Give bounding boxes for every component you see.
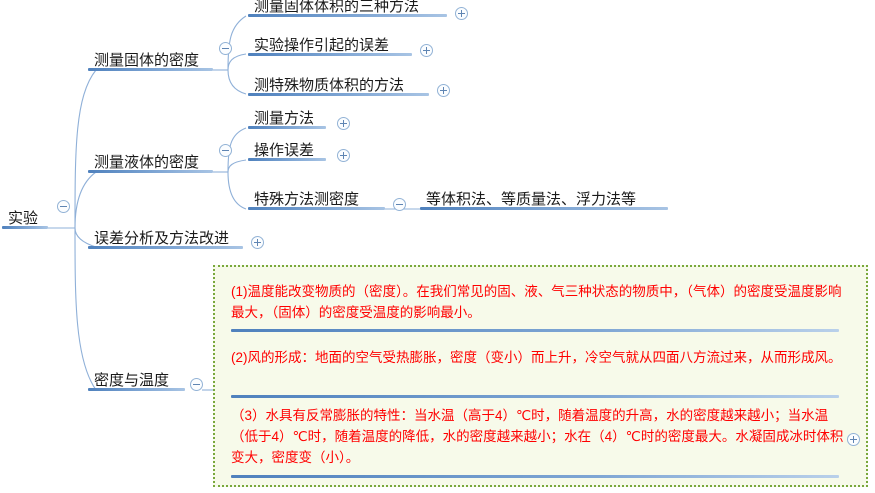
node-measure-method[interactable]: 测量方法 (248, 105, 326, 129)
node-underline (248, 93, 429, 96)
node-label: 测量液体的密度 (94, 154, 200, 171)
node-operation-error[interactable]: 操作误差 (248, 137, 326, 161)
node-underline (248, 126, 326, 129)
node-equal-volume-mass-buoyancy[interactable]: 等体积法、等质量法、浮力法等 (420, 186, 668, 210)
node-underline (88, 388, 185, 391)
node-three-methods-volume-solid[interactable]: 测量固体体积的三种方法 (248, 0, 447, 17)
node-special-method-density[interactable]: 特殊方法测密度 (248, 186, 385, 210)
node-experiment-operation-error[interactable]: 实验操作引起的误差 (248, 32, 412, 56)
node-label: 特殊方法测密度 (254, 191, 360, 208)
note-paragraph-2: (2)风的形成：地面的空气受热膨胀，密度（变小）而上升，冷空气就从四面八方流过来… (231, 347, 846, 398)
toggle-special-substance-volume[interactable] (437, 84, 450, 97)
node-label: 等体积法、等质量法、浮力法等 (426, 191, 637, 208)
node-label: 测量固体体积的三种方法 (254, 0, 420, 15)
node-special-substance-volume[interactable]: 测特殊物质体积的方法 (248, 72, 429, 96)
note-box: (1)温度能改变物质的（密度）。在我们常见的固、液、气三种状态的物质中，（气体）… (213, 265, 868, 487)
toggle-experiment-operation-error[interactable] (420, 44, 433, 57)
node-label: 操作误差 (254, 142, 315, 159)
note-paragraph-underline (231, 329, 839, 332)
toggle-error-analysis[interactable] (251, 236, 264, 249)
node-underline (248, 53, 412, 56)
note-paragraph-3: （3）水具有反常膨胀的特性：当水温（高于4）℃时，随着温度的升高，水的密度越来越… (231, 405, 846, 478)
node-error-analysis[interactable]: 误差分析及方法改进 (88, 225, 243, 249)
toggle-root[interactable] (57, 200, 70, 213)
node-underline (2, 226, 48, 229)
toggle-measure-method[interactable] (337, 117, 350, 130)
note-paragraph-text: （3）水具有反常膨胀的特性：当水温（高于4）℃时，随着温度的升高，水的密度越来越… (231, 408, 844, 465)
note-paragraph-underline (231, 475, 839, 478)
node-label: 测量固体的密度 (94, 52, 200, 69)
node-label: 密度与温度 (94, 372, 170, 389)
toggle-density-and-temperature[interactable] (190, 378, 203, 391)
node-label: 误差分析及方法改进 (94, 230, 230, 247)
toggle-operation-error[interactable] (337, 149, 350, 162)
node-underline (248, 158, 326, 161)
node-root[interactable]: 实验 (2, 205, 48, 229)
note-paragraph-text: (1)温度能改变物质的（密度）。在我们常见的固、液、气三种状态的物质中，（气体）… (231, 284, 842, 320)
node-underline (248, 207, 385, 210)
toggle-liquid-density[interactable] (219, 144, 232, 157)
toggle-solid-density[interactable] (219, 42, 232, 55)
node-label: 实验 (8, 210, 39, 227)
node-liquid-density[interactable]: 测量液体的密度 (88, 149, 213, 173)
toggle-special-method-density[interactable] (393, 198, 406, 211)
note-paragraph-1: (1)温度能改变物质的（密度）。在我们常见的固、液、气三种状态的物质中，（气体）… (231, 281, 846, 332)
node-underline (420, 207, 668, 210)
node-solid-density[interactable]: 测量固体的密度 (88, 47, 213, 71)
node-label: 实验操作引起的误差 (254, 37, 390, 54)
node-underline (88, 246, 243, 249)
toggle-three-methods-volume-solid[interactable] (455, 7, 468, 20)
node-label: 测特殊物质体积的方法 (254, 77, 405, 94)
node-density-and-temperature[interactable]: 密度与温度 (88, 367, 185, 391)
node-label: 测量方法 (254, 110, 315, 127)
note-paragraph-text: (2)风的形成：地面的空气受热膨胀，密度（变小）而上升，冷空气就从四面八方流过来… (231, 350, 842, 365)
note-paragraph-underline (231, 395, 839, 398)
toggle-note-paragraph-3[interactable] (847, 433, 860, 446)
node-underline (248, 14, 447, 17)
node-underline (88, 170, 213, 173)
node-underline (88, 68, 213, 71)
